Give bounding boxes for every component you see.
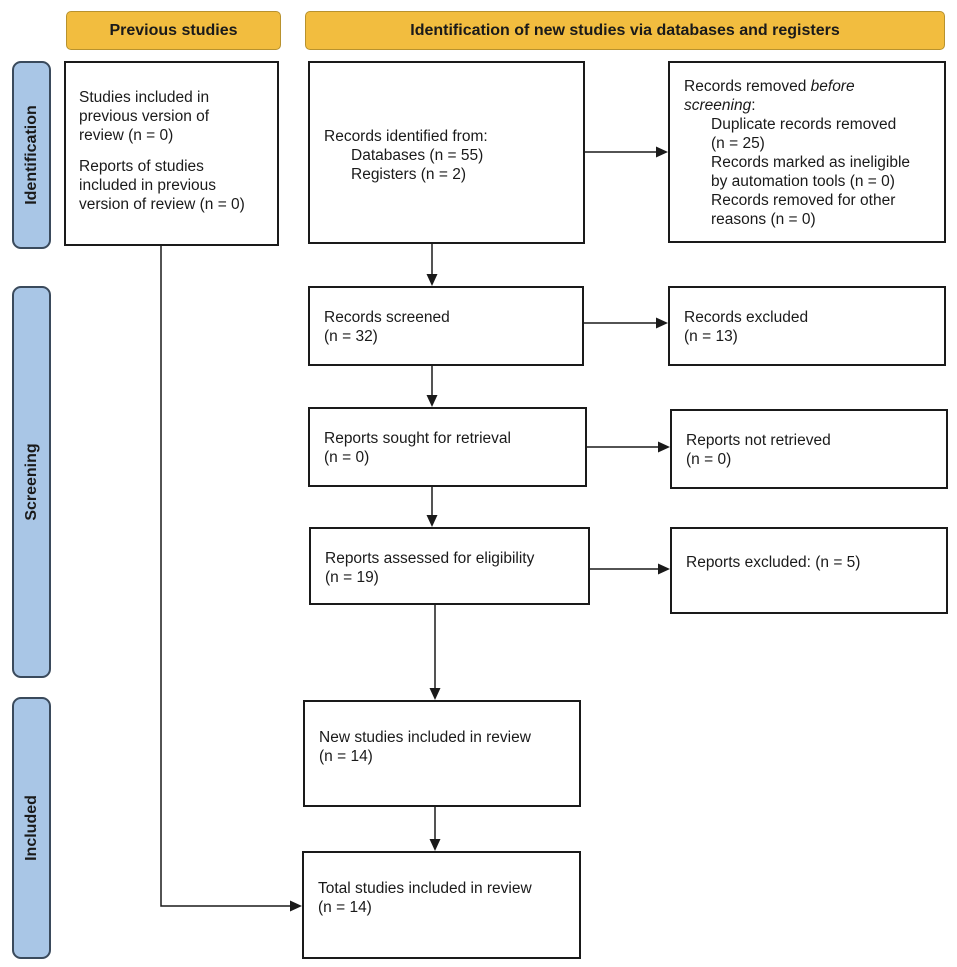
arrowhead xyxy=(656,317,668,329)
total-studies-label: Total studies included in review xyxy=(318,880,532,897)
total-studies-count: (n = 14) xyxy=(318,899,372,916)
phase-identification-label: Identification xyxy=(22,105,40,205)
reports-excluded-label: Reports excluded: (n = 5) xyxy=(686,554,861,571)
reports-assessed-label: Reports assessed for eligibility xyxy=(325,550,535,567)
previous-reports-text: Reports of studies xyxy=(79,158,204,175)
reports-sought-label: Reports sought for retrieval xyxy=(324,430,511,447)
arrow-previous-to-total xyxy=(160,246,292,907)
reports-not-retrieved-box: Reports not retrieved (n = 0) xyxy=(670,409,948,489)
arrowhead xyxy=(658,563,670,575)
new-studies-label: New studies included in review xyxy=(319,729,531,746)
duplicates-text: Duplicate records removed xyxy=(711,116,897,133)
databases-count: Databases (n = 55) xyxy=(351,147,484,164)
header-previous-studies-label: Previous studies xyxy=(109,21,238,39)
records-identified-title: Records identified from: xyxy=(324,128,488,145)
previous-studies-text: Studies included in xyxy=(79,89,210,106)
reports-sought-box: Reports sought for retrieval (n = 0) xyxy=(308,407,587,487)
records-excluded-count: (n = 13) xyxy=(684,328,738,345)
records-removed-title-b: before xyxy=(810,78,855,95)
phase-included: Included xyxy=(12,697,51,959)
reports-not-retrieved-label: Reports not retrieved xyxy=(686,432,831,449)
records-screened-count: (n = 32) xyxy=(324,328,378,345)
header-new-studies-label: Identification of new studies via databa… xyxy=(410,21,840,39)
new-studies-count: (n = 14) xyxy=(319,748,373,765)
new-studies-box: New studies included in review (n = 14) xyxy=(303,700,581,807)
arrowhead xyxy=(429,839,441,851)
records-removed-title-a: Records removed xyxy=(684,78,811,95)
records-excluded-label: Records excluded xyxy=(684,309,809,326)
previous-reports-text: included in previous xyxy=(79,177,217,194)
reports-assessed-box: Reports assessed for eligibility (n = 19… xyxy=(309,527,590,605)
ineligible-count: by automation tools (n = 0) xyxy=(711,173,895,190)
reports-sought-count: (n = 0) xyxy=(324,449,370,466)
reports-excluded-box: Reports excluded: (n = 5) xyxy=(670,527,948,614)
records-removed-box: Records removed before screening: Duplic… xyxy=(668,61,946,243)
arrowhead xyxy=(656,146,668,158)
reports-not-retrieved-count: (n = 0) xyxy=(686,451,732,468)
phase-identification: Identification xyxy=(12,61,51,249)
previous-studies-text: previous version of xyxy=(79,108,210,125)
arrowhead xyxy=(426,395,438,407)
records-removed-title-c: screening xyxy=(684,97,752,114)
phase-screening-label: Screening xyxy=(22,443,40,521)
arrowhead xyxy=(426,515,438,527)
registers-count: Registers (n = 2) xyxy=(351,166,467,183)
records-identified-box: Records identified from: Databases (n = … xyxy=(308,61,585,244)
other-reasons-text: Records removed for other xyxy=(711,192,896,209)
reports-assessed-count: (n = 19) xyxy=(325,569,379,586)
records-screened-label: Records screened xyxy=(324,309,450,326)
phase-screening: Screening xyxy=(12,286,51,678)
previous-reports-text: version of review (n = 0) xyxy=(79,196,245,213)
arrowhead xyxy=(429,688,441,700)
arrowhead xyxy=(290,900,302,912)
records-removed-title-d: : xyxy=(751,97,756,114)
records-excluded-box: Records excluded (n = 13) xyxy=(668,286,946,366)
previous-studies-text: review (n = 0) xyxy=(79,127,174,144)
total-studies-box: Total studies included in review (n = 14… xyxy=(302,851,581,959)
header-previous-studies: Previous studies xyxy=(66,11,281,50)
records-screened-box: Records screened (n = 32) xyxy=(308,286,584,366)
other-reasons-count: reasons (n = 0) xyxy=(711,211,816,228)
arrowhead xyxy=(426,274,438,286)
duplicates-count: (n = 25) xyxy=(711,135,765,152)
arrowhead xyxy=(658,441,670,453)
records-removed-title: Records removed before xyxy=(684,77,944,96)
phase-included-label: Included xyxy=(22,795,40,861)
previous-studies-box: Studies included in previous version of … xyxy=(64,61,279,246)
records-removed-title-2: screening: xyxy=(684,96,944,115)
header-new-studies: Identification of new studies via databa… xyxy=(305,11,945,50)
ineligible-text: Records marked as ineligible xyxy=(711,154,911,171)
